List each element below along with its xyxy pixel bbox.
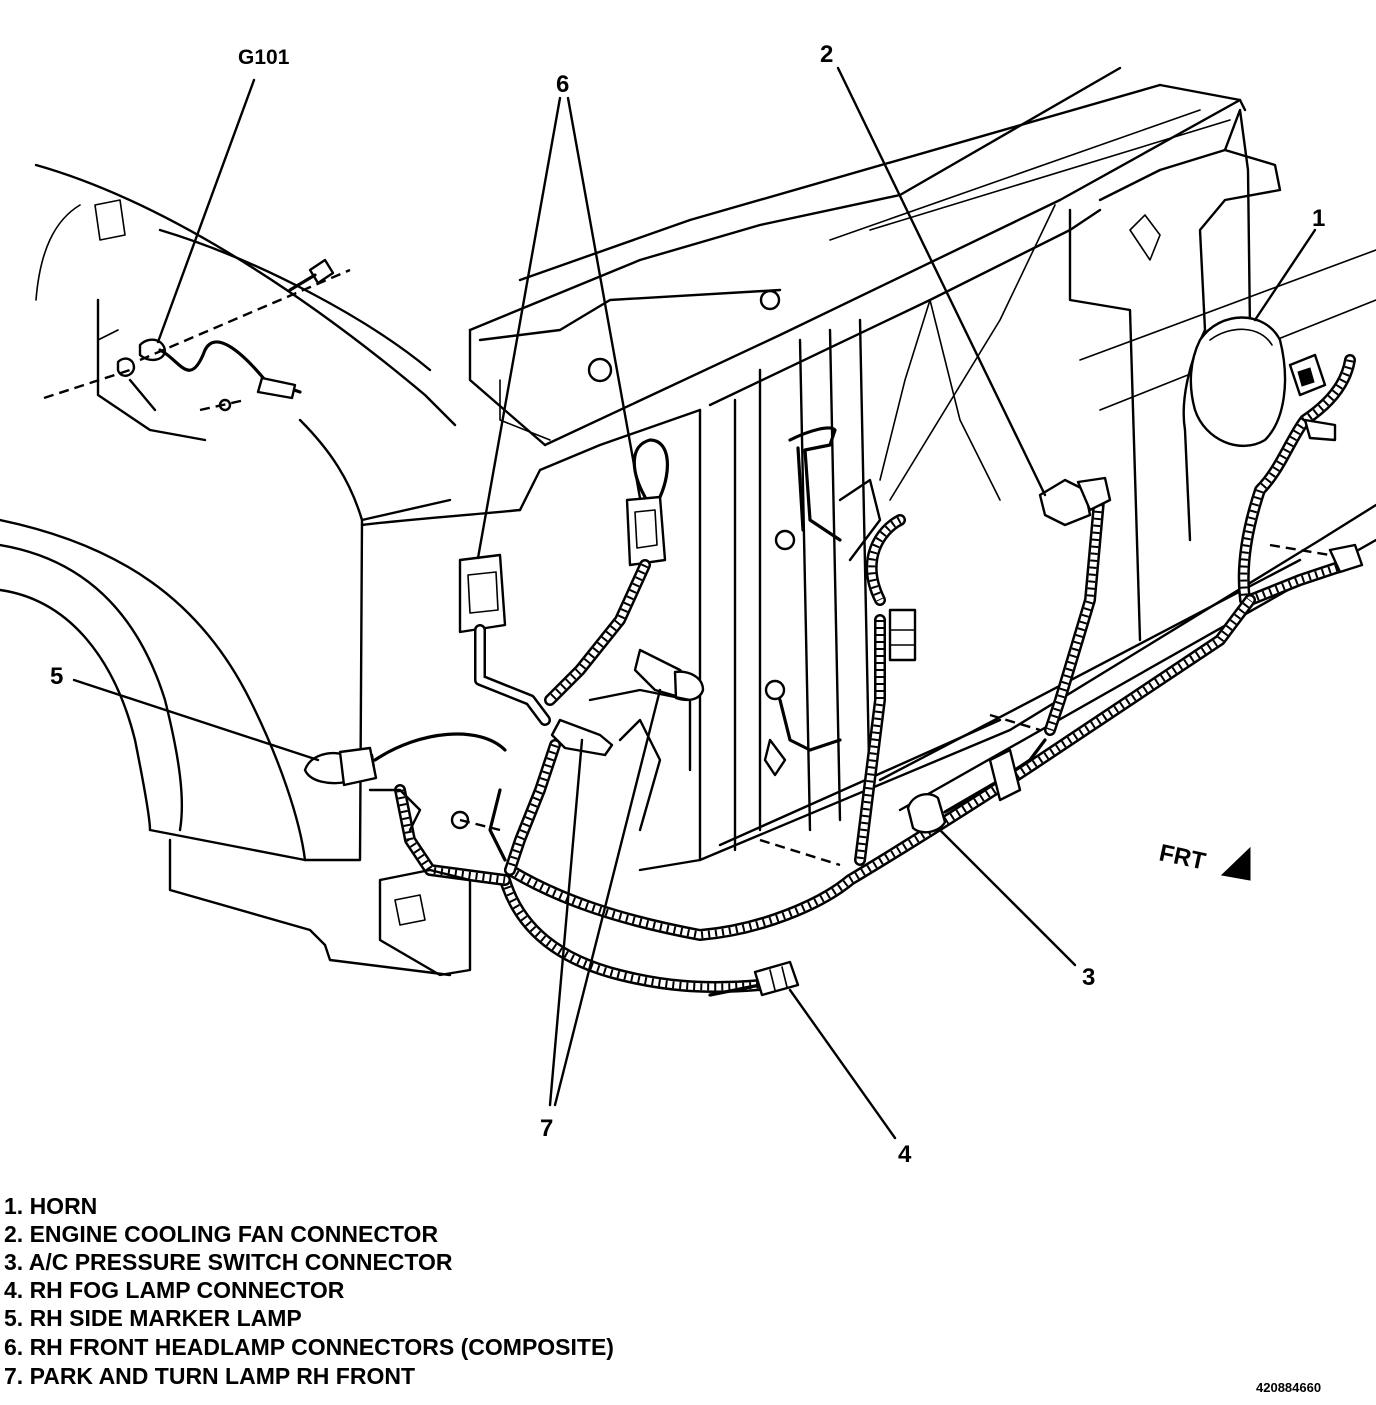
legend-item-7: 7. PARK AND TURN LAMP RH FRONT	[4, 1363, 415, 1389]
ac-lines	[763, 426, 882, 777]
callout-g101: G101	[238, 46, 290, 69]
figure-id: 420884660	[1256, 1380, 1321, 1395]
headlamp-connectors	[458, 438, 669, 726]
leader-lines	[72, 66, 1317, 1140]
legend: 1. HORN 2. ENGINE COOLING FAN CONNECTOR …	[4, 1193, 614, 1389]
horn	[1189, 316, 1287, 448]
ground-g101	[43, 258, 351, 442]
harness-horn	[1237, 353, 1364, 606]
legend-item-4: 4. RH FOG LAMP CONNECTOR	[4, 1277, 345, 1303]
callout-7: 7	[540, 1115, 553, 1142]
harness-cooling-fan	[1038, 476, 1112, 736]
direction-label: FRT	[1157, 839, 1209, 875]
leader-7b	[553, 688, 662, 1107]
fender-body	[0, 163, 522, 977]
leader-4	[788, 988, 897, 1140]
leader-1	[1253, 228, 1317, 322]
dashed-refs	[759, 543, 1331, 867]
legend-item-6: 6. RH FRONT HEADLAMP CONNECTORS (COMPOSI…	[4, 1334, 614, 1360]
callout-2: 2	[820, 41, 833, 68]
side-marker-lamp	[303, 732, 511, 886]
park-turn-lamp	[488, 648, 705, 876]
legend-item-5: 5. RH SIDE MARKER LAMP	[4, 1305, 302, 1331]
direction-indicator: FRT	[1157, 839, 1251, 881]
ac-pressure-switch-connector	[906, 738, 1047, 834]
callout-4: 4	[898, 1141, 912, 1168]
callout-5: 5	[50, 663, 63, 690]
callout-6: 6	[556, 71, 569, 98]
main-harness	[499, 514, 1256, 993]
upper-panel	[468, 66, 1247, 447]
leader-5	[72, 678, 320, 762]
legend-item-1: 1. HORN	[4, 1193, 97, 1219]
leader-2	[836, 66, 1047, 497]
radiator-support	[518, 108, 1376, 872]
leader-6a	[476, 96, 562, 560]
callout-3: 3	[1082, 964, 1095, 991]
leader-7a	[548, 738, 584, 1107]
fog-lamp-connector	[708, 960, 800, 997]
legend-item-3: 3. A/C PRESSURE SWITCH CONNECTOR	[4, 1249, 453, 1275]
lower-bracket	[368, 788, 501, 977]
callout-labels: G101 1 2 3 4 5 6 7	[50, 41, 1325, 1168]
leader-3	[938, 828, 1077, 967]
legend-item-2: 2. ENGINE COOLING FAN CONNECTOR	[4, 1221, 438, 1247]
leader-g101	[156, 78, 256, 344]
leader-6b	[566, 96, 642, 500]
callout-1: 1	[1312, 205, 1325, 232]
arrow-icon	[1220, 846, 1251, 881]
